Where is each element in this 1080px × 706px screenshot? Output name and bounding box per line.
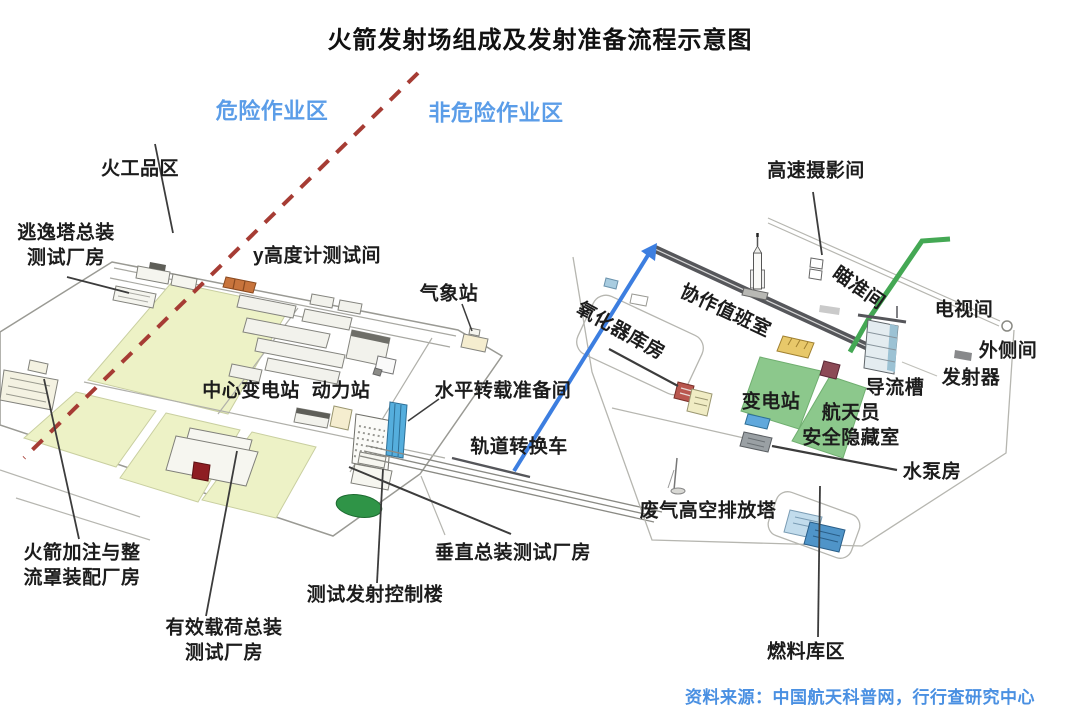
weather-station-building [460,333,489,353]
car [819,360,841,380]
transfer-route-arrow [512,243,657,473]
pointer-lines [43,143,898,638]
left-site [0,261,663,541]
transfer-rails [359,445,663,523]
duty-building [776,335,815,359]
page-title: 火箭发射场组成及发射准备流程示意图 [327,27,753,54]
outer-side-room-marker [954,350,972,361]
payload-assembly-building [165,427,259,487]
highspeed-camera-building [808,257,824,281]
aiming-room-marker [819,305,840,315]
y-altimeter-building [222,276,257,294]
astronaut-shelter-green [740,356,867,459]
workshop-cluster [228,293,391,385]
truck [372,355,397,377]
pump-house-building [739,431,773,453]
substation-building [744,413,771,430]
transporter-road [653,245,881,356]
tv-room-marker [1001,320,1013,332]
launch-tower [857,306,907,375]
rocket-icon [741,233,769,301]
right-site [572,217,1015,559]
oxidizer-vehicles [673,381,713,417]
vertical-assembly-building [385,401,408,459]
zone-divider-line [22,71,420,460]
source-attribution: 资料来源：中国航天科普网，行行查研究中心 [685,688,1035,706]
exhaust-tower-icon [667,457,686,495]
green-route [847,236,951,354]
fuel-depot-buildings [783,509,846,553]
